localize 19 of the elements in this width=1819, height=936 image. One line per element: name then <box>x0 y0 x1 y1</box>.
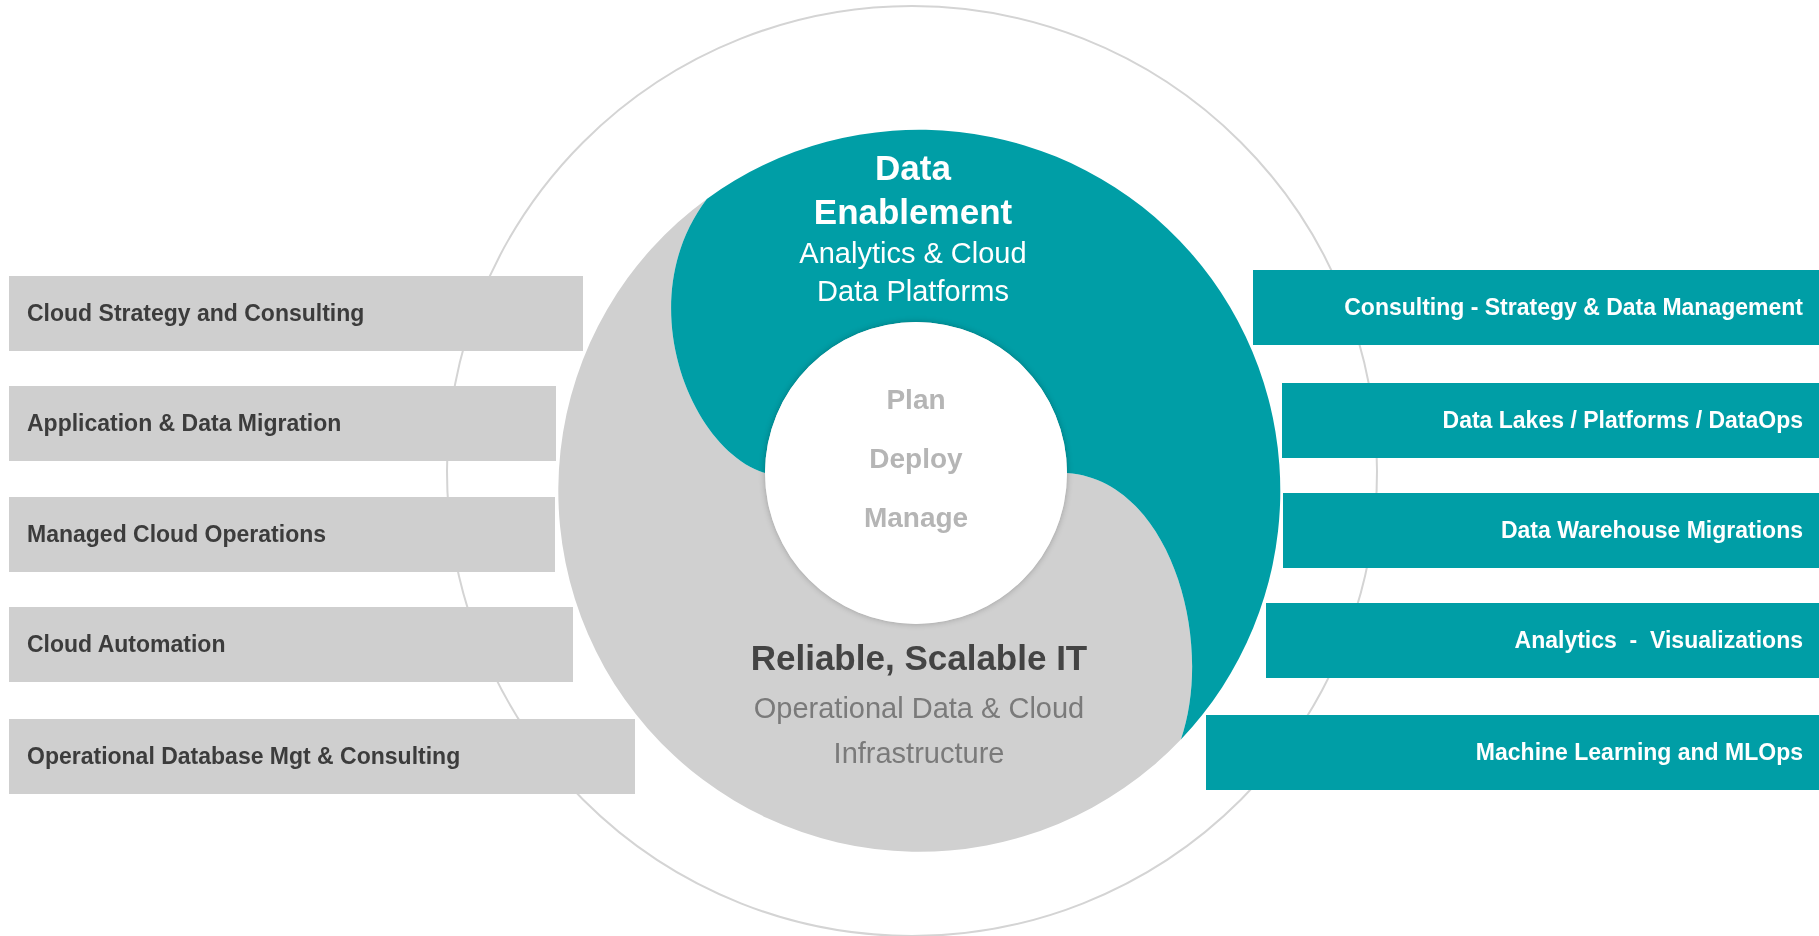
service-bar: Operational Database Mgt & Consulting <box>9 719 635 794</box>
segment-title: Reliable, Scalable IT <box>749 637 1089 679</box>
stage-label: Deploy <box>868 442 964 476</box>
segment-title: Data Enablement <box>812 147 1014 233</box>
swirl-segment <box>558 198 1193 852</box>
service-bar: Managed Cloud Operations <box>9 497 555 572</box>
service-bar: Cloud Automation <box>9 607 573 682</box>
stage-label: Manage <box>862 501 970 535</box>
service-bar: Data Warehouse Migrations <box>1283 493 1819 568</box>
service-bar: Analytics - Visualizations <box>1266 603 1819 678</box>
service-bar: Consulting - Strategy & Data Management <box>1253 270 1819 345</box>
stage-label: Plan <box>885 383 947 417</box>
swirl-segment <box>671 129 1281 740</box>
service-bar: Data Lakes / Platforms / DataOps <box>1282 383 1819 458</box>
segment-subtitle: Analytics & Cloud Data Platforms <box>798 236 1028 309</box>
segment-subtitle: Operational Data & Cloud Infrastructure <box>752 691 1086 771</box>
service-bar: Machine Learning and MLOps <box>1206 715 1819 790</box>
service-bar: Cloud Strategy and Consulting <box>9 276 583 351</box>
service-bar: Application & Data Migration <box>9 386 556 461</box>
